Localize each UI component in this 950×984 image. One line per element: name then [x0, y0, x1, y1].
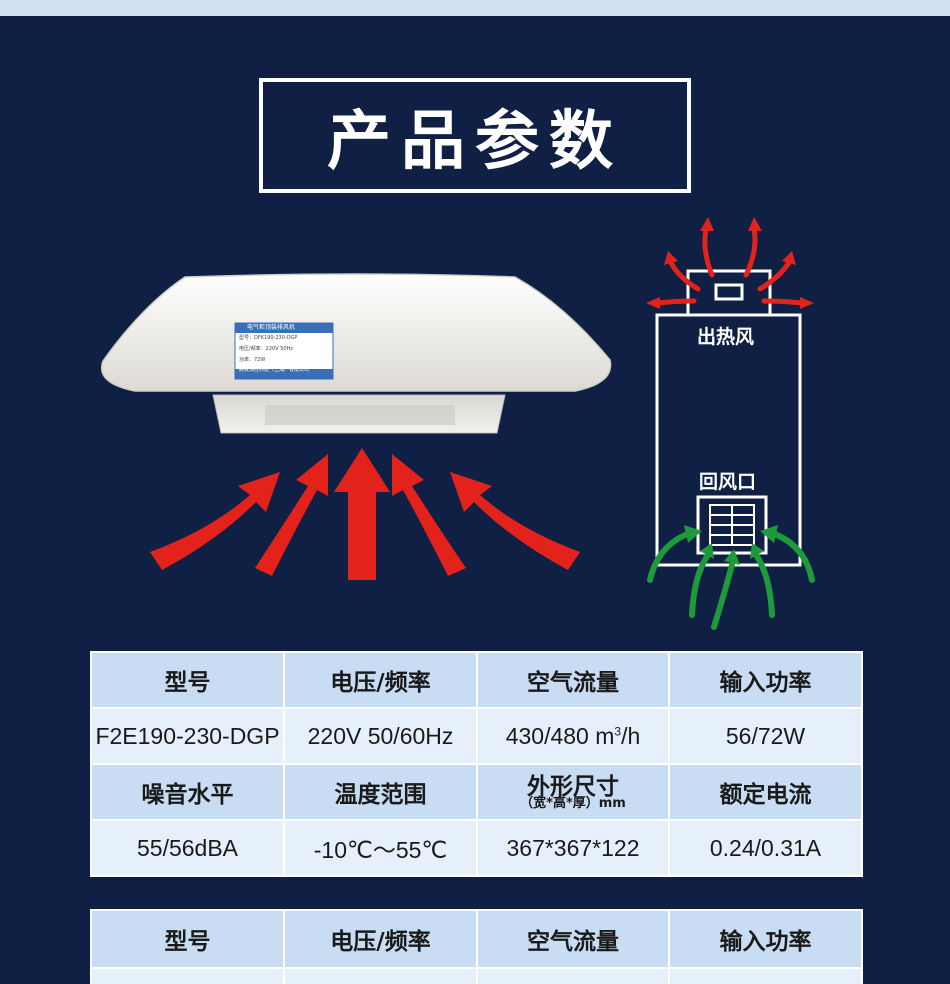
value-current: 0.24/0.31A [668, 819, 863, 877]
t2-value-cell [90, 967, 285, 984]
value-dimensions: 367*367*122 [476, 819, 670, 877]
return-arrows [647, 530, 815, 630]
exhaust-arrows [655, 226, 805, 306]
plate-line3: 功率：72W [239, 357, 266, 363]
t2-header-airflow: 空气流量 [476, 909, 670, 969]
value-model: F2E190-230-DGP [90, 707, 285, 765]
header-voltage: 电压/频率 [283, 651, 478, 709]
top-strip [0, 0, 950, 16]
red-arrow-5 [450, 472, 580, 570]
t2-header-voltage: 电压/频率 [283, 909, 478, 969]
t2-value-cell [668, 967, 863, 984]
value-voltage: 220V 50/60Hz [283, 707, 478, 765]
airflow-tail: /h [621, 722, 641, 749]
table-row: 55/56dBA -10℃～55℃ 367*367*122 0.24/0.31A [90, 819, 863, 877]
hot-air-out-label: 出热风 [697, 326, 755, 348]
red-arrow-4 [392, 454, 466, 576]
dim-sub: （宽*高*厚）mm [520, 795, 626, 811]
label-plate-text: 电气柜顶装排风机 型号：DFK190-230-DGP 电压/频率：220V 50… [235, 323, 333, 379]
plate-company: 腾致测控科技（上海）有限公司 [239, 367, 310, 373]
t2-header-model: 型号 [90, 909, 285, 969]
label-plate [234, 322, 334, 380]
plate-line2: 电压/频率：220V 50Hz [239, 346, 293, 352]
table-row: 噪音水平 温度范围 外形尺寸（宽*高*厚）mm 额定电流 [90, 763, 863, 821]
airflow-sup: 3 [614, 723, 622, 738]
plate-heading: 电气柜顶装排风机 [247, 324, 296, 331]
header-power: 输入功率 [668, 651, 863, 709]
value-temperature: -10℃～55℃ [283, 819, 478, 877]
header-current: 额定电流 [668, 763, 863, 821]
table-row: 型号 电压/频率 空气流量 输入功率 [90, 909, 863, 969]
header-airflow: 空气流量 [476, 651, 670, 709]
plate-line1: 型号：DFK190-230-DGP [239, 335, 298, 341]
header-noise: 噪音水平 [90, 763, 285, 821]
table-row: F2E190-230-DGP 220V 50/60Hz 430/480 m3/h… [90, 707, 863, 765]
return-grille [696, 495, 768, 555]
red-arrow-3 [334, 448, 390, 580]
t2-header-power: 输入功率 [668, 909, 863, 969]
airflow-main: 430/480 m [505, 722, 615, 749]
page-title: 产品参数 [327, 104, 623, 179]
t2-value-cell [283, 967, 478, 984]
header-dimensions: 外形尺寸（宽*高*厚）mm [476, 763, 670, 821]
dim-main: 外形尺寸 [527, 773, 619, 800]
table-row: 型号 电压/频率 空气流量 输入功率 [90, 651, 863, 709]
intake-arrows [150, 448, 580, 580]
value-airflow: 430/480 m3/h [476, 707, 670, 765]
fan-illustration [101, 273, 612, 434]
title-box: 产品参数 [259, 78, 691, 193]
t2-value-cell [476, 967, 670, 984]
table-row [90, 967, 863, 984]
value-noise: 55/56dBA [90, 819, 285, 877]
return-air-label: 回风口 [699, 471, 757, 493]
spec-table-2: 型号 电压/频率 空气流量 输入功率 [90, 909, 863, 984]
red-arrow-2 [255, 454, 328, 576]
cabinet-diagram [646, 217, 815, 630]
spec-table-1: 型号 电压/频率 空气流量 输入功率 F2E190-230-DGP 220V 5… [90, 651, 863, 877]
red-arrow-1 [150, 472, 280, 570]
header-model: 型号 [90, 651, 285, 709]
value-power: 56/72W [668, 707, 863, 765]
header-temperature: 温度范围 [283, 763, 478, 821]
